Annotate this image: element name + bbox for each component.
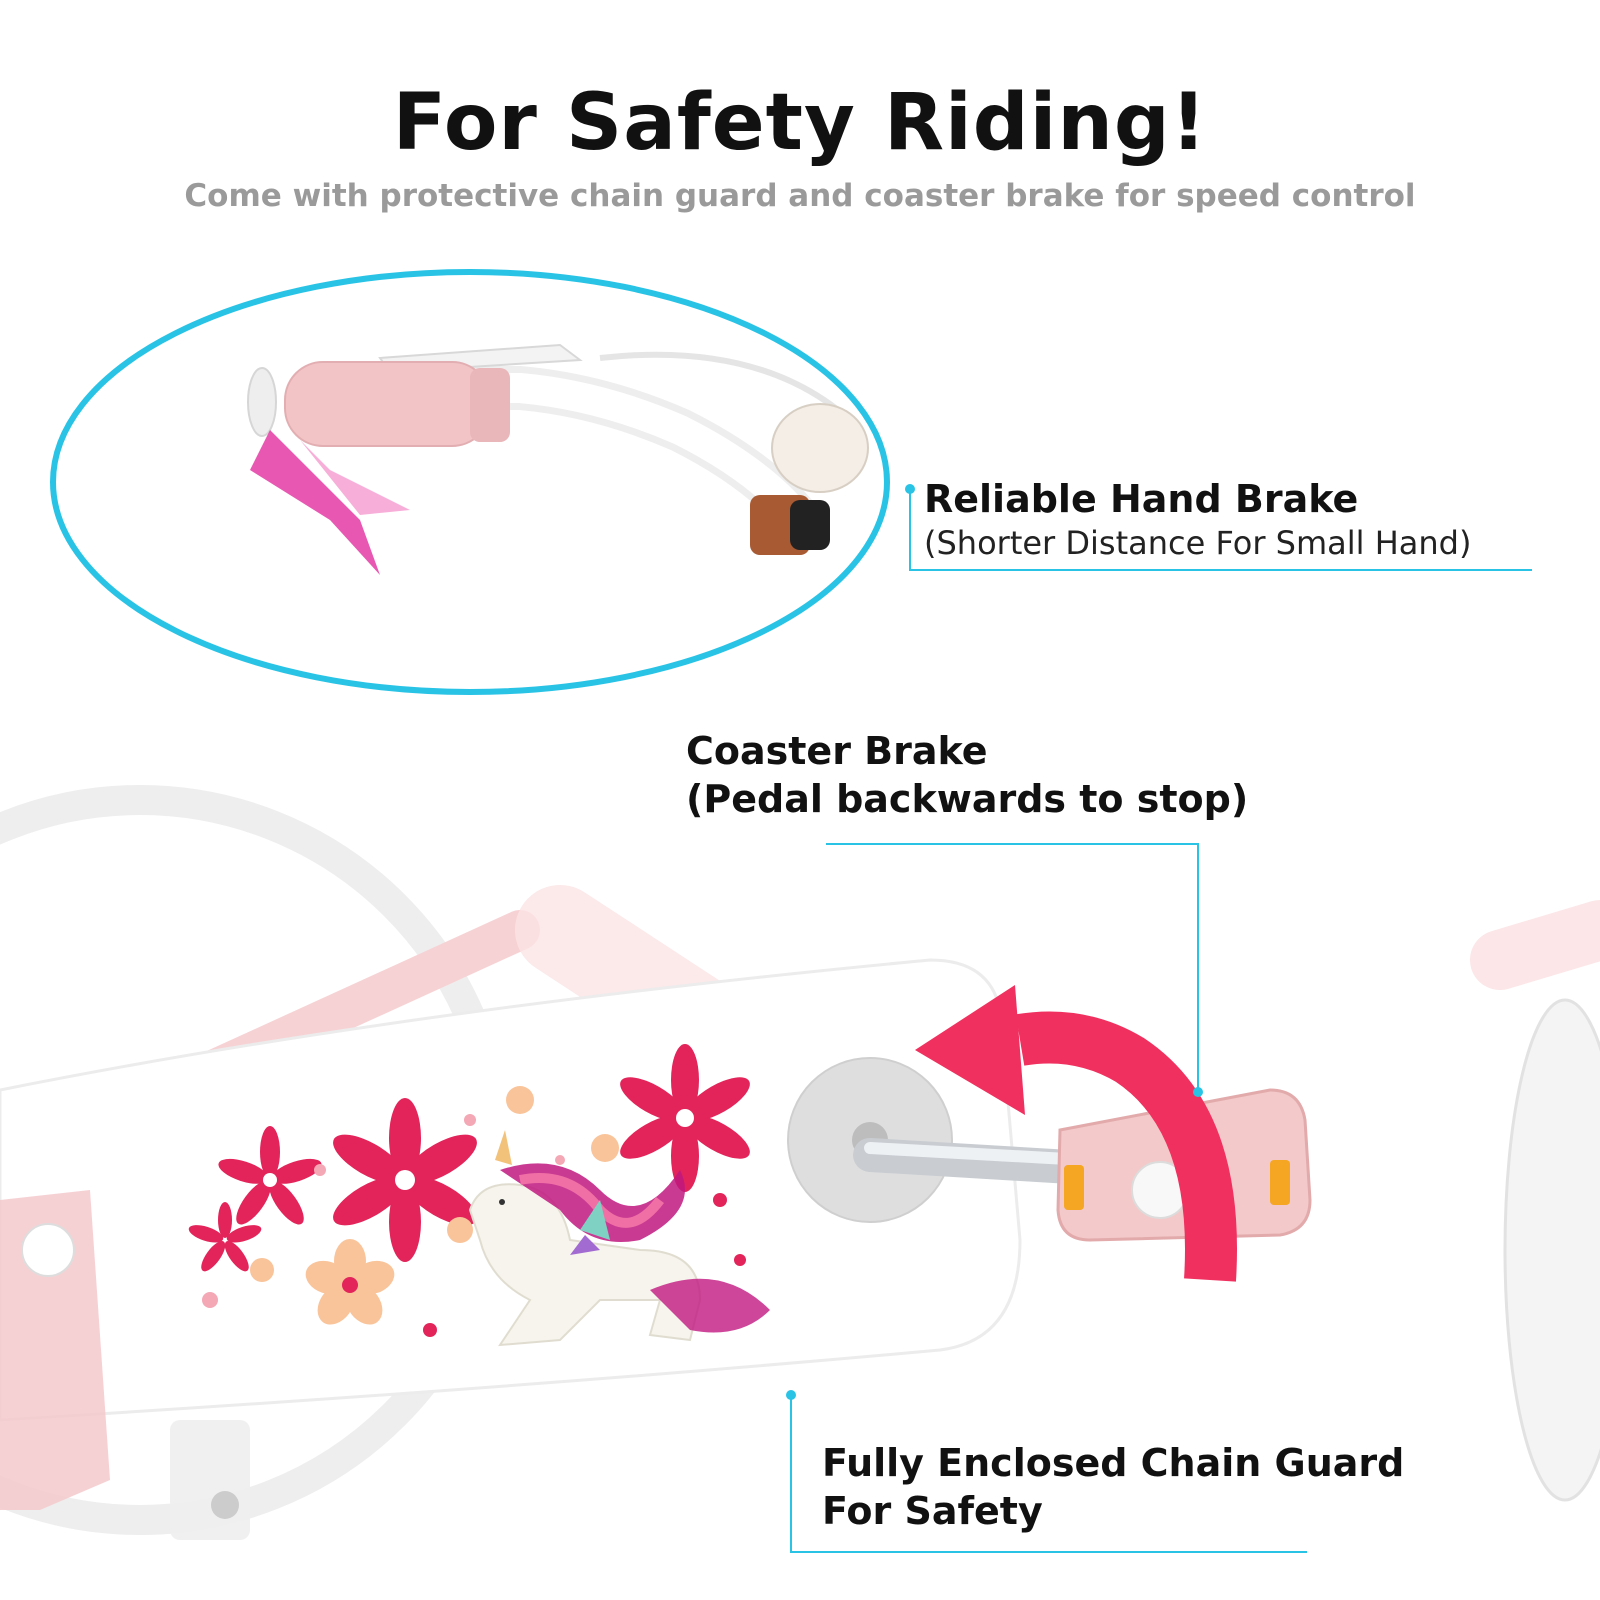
- handlebar-grip: [284, 361, 491, 447]
- coaster-brake-connector: [826, 843, 1199, 1092]
- hand-brake-title: Reliable Hand Brake: [924, 477, 1359, 521]
- rear-dropout: [0, 1190, 110, 1510]
- coaster-brake-line1: Coaster Brake: [686, 729, 988, 773]
- callout-coaster-brake: Coaster Brake (Pedal backwards to stop): [686, 728, 1248, 823]
- brake-cable: [599, 351, 852, 423]
- grip-end-cap: [247, 367, 277, 437]
- chain-guard-line1: Fully Enclosed Chain Guard: [822, 1441, 1405, 1485]
- rotation-arrow-icon: [915, 985, 1237, 1282]
- page-title: For Safety Riding!: [392, 78, 1208, 168]
- chain-guard-line2: For Safety: [822, 1488, 1043, 1533]
- hand-brake-subtitle: (Shorter Distance For Small Hand): [924, 523, 1472, 562]
- hand-brake-connector: [909, 489, 1532, 571]
- bell: [771, 403, 869, 493]
- handlebar-closeup: [50, 269, 890, 695]
- streamer-ribbon: [250, 430, 380, 575]
- callout-chain-guard: Fully Enclosed Chain Guard For Safety: [822, 1440, 1404, 1535]
- bike-closeup: [0, 785, 1600, 1540]
- chain-guard-connector: [790, 1395, 1307, 1553]
- coaster-brake-line2: (Pedal backwards to stop): [686, 776, 1249, 821]
- page-subtitle: Come with protective chain guard and coa…: [184, 178, 1416, 214]
- callout-hand-brake: Reliable Hand Brake (Shorter Distance Fo…: [924, 476, 1471, 562]
- front-wheel: [1503, 998, 1600, 1502]
- callout-connectors: [786, 484, 1532, 1553]
- unicorn-decal: [468, 1130, 770, 1347]
